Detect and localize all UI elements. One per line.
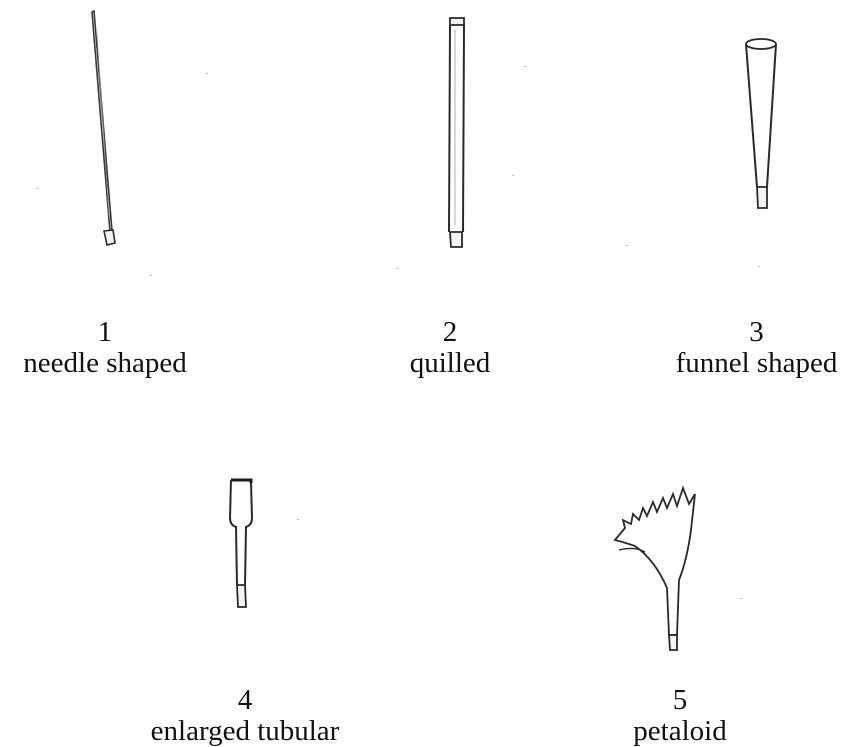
scan-speck	[758, 266, 760, 267]
figure-1-name: needle shaped	[0, 348, 210, 379]
scan-speck	[512, 175, 514, 176]
scan-speck	[396, 268, 398, 269]
quilled-floret-drawing	[440, 10, 480, 255]
funnel-shaped-floret-drawing	[740, 32, 785, 217]
figure-4-caption: 4 enlarged tubular	[130, 685, 360, 747]
needle-shaped-floret-drawing	[80, 5, 130, 255]
scan-speck	[740, 598, 742, 599]
petaloid-floret-drawing	[605, 480, 705, 655]
figure-5-number: 5	[600, 685, 760, 716]
figure-3-number: 3	[660, 317, 853, 348]
enlarged-tubular-floret-drawing	[220, 475, 265, 615]
scan-speck	[150, 275, 152, 276]
figure-1-number: 1	[0, 317, 210, 348]
figure-2-name: quilled	[350, 348, 550, 379]
scan-speck	[524, 66, 526, 67]
scan-speck	[297, 519, 299, 520]
figure-2-caption: 2 quilled	[350, 317, 550, 379]
figure-2-number: 2	[350, 317, 550, 348]
figure-5-name: petaloid	[600, 716, 760, 747]
scan-speck	[626, 245, 628, 246]
figure-4-number: 4	[130, 685, 360, 716]
figure-3-name: funnel shaped	[660, 348, 853, 379]
scan-speck	[36, 188, 38, 189]
figure-5-caption: 5 petaloid	[600, 685, 760, 747]
figure-1-caption: 1 needle shaped	[0, 317, 210, 379]
figure-4-name: enlarged tubular	[130, 716, 360, 747]
figure-3-caption: 3 funnel shaped	[660, 317, 853, 379]
scan-speck	[206, 73, 208, 74]
